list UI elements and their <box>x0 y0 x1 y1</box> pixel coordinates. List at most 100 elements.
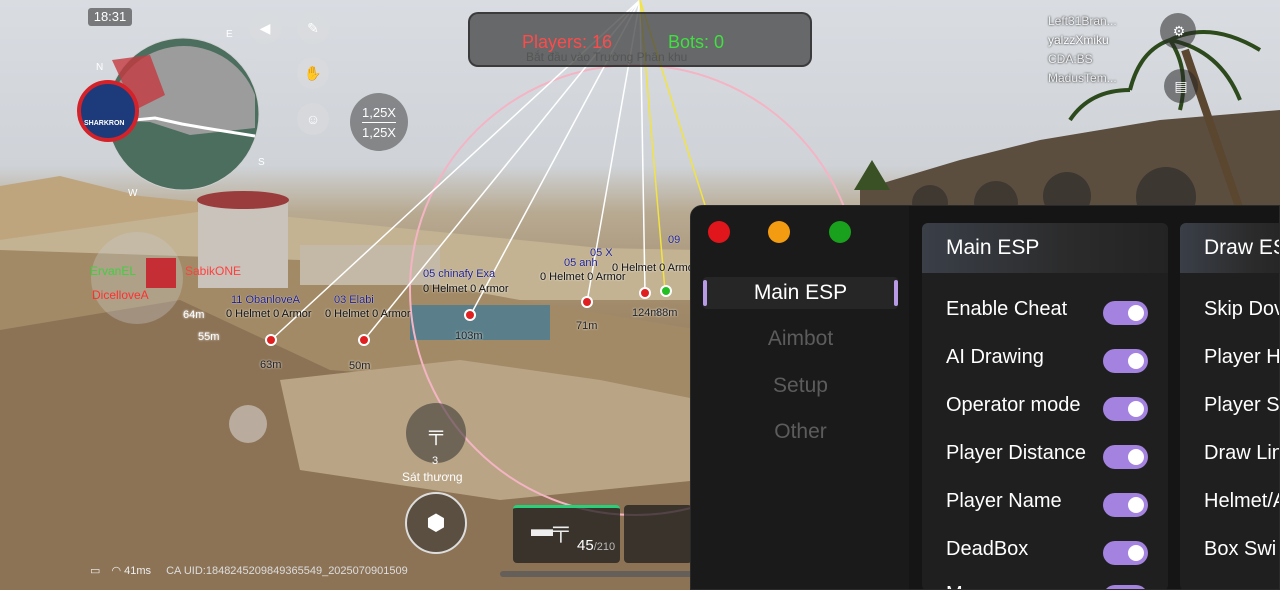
esp-name: 11 ObanloveA <box>231 294 300 306</box>
enemy-marker <box>464 309 476 321</box>
chat-name: SabikONE <box>185 264 242 278</box>
compass-e: E <box>226 29 233 40</box>
damage-count: 3 <box>432 455 439 467</box>
zoom-button[interactable]: 1,25X 1,25X <box>350 93 408 151</box>
esp-gear: 0 Helmet 0 Armor <box>325 308 411 320</box>
esp-distance: 124m <box>632 307 660 319</box>
team-member: CDA:BS <box>1048 52 1093 66</box>
assault-rifle-icon: ▬╤ <box>531 516 569 541</box>
secondary-weapon-slot[interactable] <box>624 505 692 563</box>
close-dot[interactable] <box>708 221 730 243</box>
draw-option-label[interactable]: Player S <box>1204 394 1280 416</box>
rank-badge-icon[interactable]: ⬢ <box>426 510 446 535</box>
players-count: Players: 16 <box>522 32 613 52</box>
wifi-icon: ◠ <box>111 565 122 577</box>
partial-option-toggle[interactable] <box>1103 585 1148 589</box>
ammo-counter: 45/210 <box>577 537 615 554</box>
battery-icon: ▭ <box>90 565 101 577</box>
operator-mode-toggle[interactable] <box>1103 397 1148 421</box>
enable-cheat-toggle[interactable] <box>1103 301 1148 325</box>
uid-line: CA UID:1848245209849365549_2025070901509 <box>166 565 408 577</box>
compass-n: N <box>96 62 104 73</box>
esp-gear: 0 Helmet 0 Armor <box>612 262 698 274</box>
compass-s: S <box>258 157 265 168</box>
bots-count: Bots: 0 <box>668 32 725 52</box>
option-label: Operator mode <box>946 394 1081 416</box>
esp-gear: 0 Helmet 0 Armor <box>226 308 312 320</box>
rifle-icon[interactable]: ╤ <box>428 421 444 444</box>
maximize-dot[interactable] <box>829 221 851 243</box>
option-label: Player Distance <box>946 442 1087 464</box>
ping: 41ms <box>124 565 152 577</box>
ammo-current: 45 <box>577 537 594 554</box>
esp-name: 05 chinafy Exa <box>423 268 496 280</box>
esp-distance: 71m <box>576 320 598 332</box>
menu-sidebar <box>691 206 909 589</box>
ai-drawing-toggle[interactable] <box>1103 349 1148 373</box>
nav-setup[interactable]: Setup <box>773 374 828 397</box>
esp-distance: 63m <box>260 359 282 371</box>
esp-name: 05 anh <box>564 257 598 269</box>
compass-w: W <box>128 188 138 199</box>
avatar[interactable]: SHARKRON <box>84 120 125 127</box>
enemy-marker <box>581 296 593 308</box>
esp-name: 09 <box>668 234 681 246</box>
status-bar: ▭ ◠ 41ms CA UID:1848245209849365549_2025… <box>90 564 408 577</box>
enemy-marker <box>660 285 672 297</box>
speaker-icon[interactable]: ◀ <box>249 12 281 44</box>
player-distance-toggle[interactable] <box>1103 445 1148 469</box>
zoom-bottom: 1,25X <box>362 125 396 140</box>
option-label: Player Name <box>946 490 1062 512</box>
emote-icon[interactable]: ☺ <box>297 103 329 135</box>
team-list: Left31Bran... yalzzXmiku CDA:BS MadusTem… <box>1048 12 1117 88</box>
player-name-toggle[interactable] <box>1103 493 1148 517</box>
nav-other[interactable]: Other <box>774 420 827 443</box>
esp-name: 03 Elabi <box>334 294 374 306</box>
side-distance: 55m <box>198 331 220 343</box>
primary-weapon-slot[interactable]: ▬╤ <box>513 505 620 563</box>
draw-option-label[interactable]: Box Swi <box>1204 538 1277 560</box>
ammo-total: /210 <box>593 541 616 553</box>
option-label: DeadBox <box>946 538 1029 560</box>
draw-option-label[interactable]: Skip Dov <box>1204 298 1280 320</box>
main-esp-title: Main ESP <box>922 223 1168 273</box>
esp-gear: 0 Helmet 0 Armor <box>423 283 509 295</box>
zoom-top: 1,25X <box>362 105 396 120</box>
team-member: MadusTem... <box>1048 71 1117 85</box>
esp-distance: 103m <box>455 330 483 342</box>
chat-name: DicelloveA <box>92 288 149 302</box>
esp-name: 05 X <box>590 247 613 259</box>
option-label: AI Drawing <box>946 346 1044 368</box>
nav-main-esp[interactable]: Main ESP <box>703 277 898 309</box>
enemy-marker <box>265 334 277 346</box>
minimize-dot[interactable] <box>768 221 790 243</box>
option-label: Enable Cheat <box>946 298 1068 320</box>
draw-esp-panel: Draw ES Skip Dov Player H Player S Draw … <box>1180 223 1280 589</box>
draw-option-label[interactable]: Player H <box>1204 346 1280 368</box>
esp-gear: 0 Helmet 0 Armor <box>540 271 626 283</box>
gesture-icon[interactable]: ✋ <box>297 57 329 89</box>
enemy-marker <box>639 287 651 299</box>
chat-icon[interactable]: ▤ <box>1174 77 1188 94</box>
players-banner: Bắt đầu vào Trường Phân khu Players: 16 … <box>468 12 812 67</box>
home-indicator[interactable] <box>500 571 805 577</box>
team-member: Left31Bran... <box>1048 14 1117 28</box>
draw-option-label[interactable]: Helmet/A <box>1204 490 1280 512</box>
settings-gear-icon[interactable]: ⚙ <box>1172 22 1186 39</box>
banner-subtitle: Bắt đầu vào Trường Phân khu <box>526 50 688 64</box>
mic-icon[interactable]: ✎ <box>297 12 329 44</box>
deadbox-toggle[interactable] <box>1103 541 1148 565</box>
cheat-menu-window: Main ESP Aimbot Setup Other Main ESP Ena… <box>690 205 1280 590</box>
draw-esp-title: Draw ES <box>1180 223 1279 273</box>
clock: 18:31 <box>88 8 132 26</box>
option-label: M <box>946 583 963 589</box>
draw-option-label[interactable]: Draw Lin <box>1204 442 1280 464</box>
chat-name: ErvanEL <box>90 264 137 278</box>
team-member: yalzzXmiku <box>1048 33 1109 47</box>
nav-aimbot[interactable]: Aimbot <box>767 327 834 350</box>
main-esp-panel: Main ESP Enable Cheat AI Drawing Operato… <box>922 223 1168 589</box>
enemy-marker <box>358 334 370 346</box>
esp-distance: 50m <box>349 360 371 372</box>
